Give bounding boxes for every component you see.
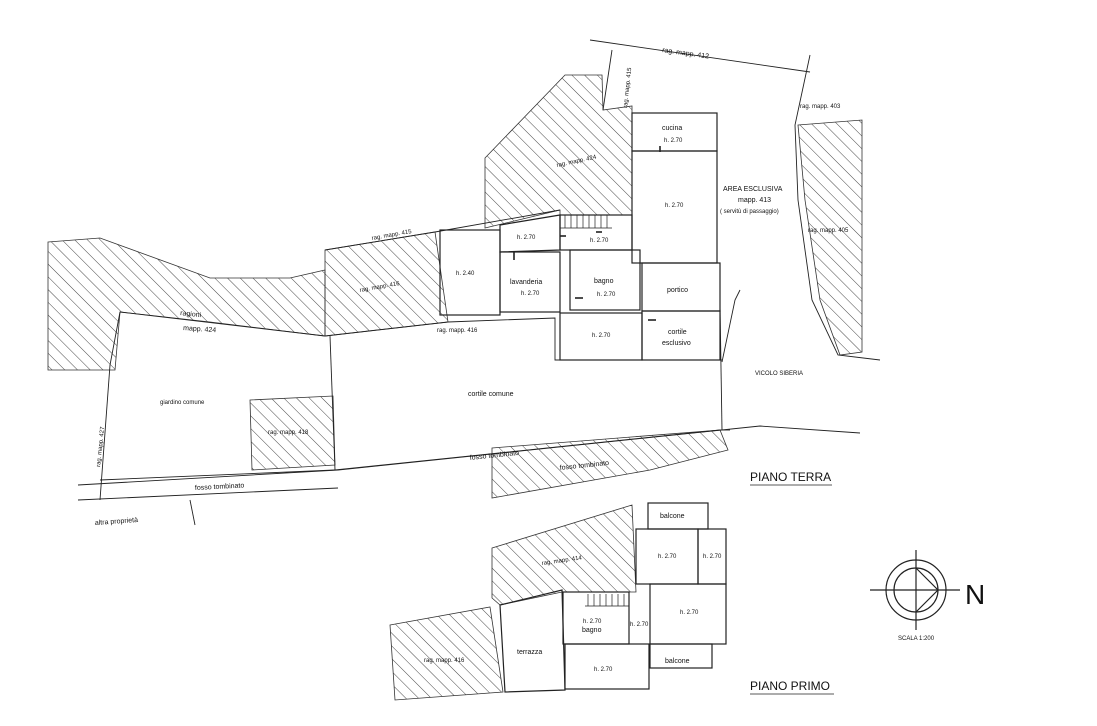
- room-label-cortile-escl-1: cortile: [668, 329, 687, 336]
- label-rag-405: rag. mapp. 405: [808, 228, 849, 234]
- room-label-main-h: h. 2.70: [665, 203, 684, 209]
- room-label-portico: portico: [667, 287, 688, 294]
- label-area-esclusiva: AREA ESCLUSIVA: [723, 186, 783, 193]
- label-giardino: giardino comune: [160, 400, 205, 406]
- ground-floor-room-labels: cucina h. 2.70 h. 2.70 h. 2.70 h. 2.70 h…: [456, 125, 691, 347]
- label-vicolo: VICOLO SIBERIA: [755, 371, 803, 377]
- room-label-p1-bagno: bagno: [582, 627, 602, 634]
- room-label-bagno-h: h. 2.70: [597, 292, 616, 298]
- room-label-cortile-escl-2: esclusivo: [662, 340, 691, 347]
- label-cortile-comune: cortile comune: [468, 391, 514, 398]
- room-cucina: [631, 112, 718, 152]
- room-label-terrazza: terrazza: [517, 649, 542, 656]
- scale-label: SCALA 1:200: [898, 636, 935, 642]
- parcel-rag-414: [491, 504, 637, 606]
- ground-floor-title: PIANO TERRA: [750, 470, 831, 484]
- room-label-p1-r4-h: h. 2.70: [630, 622, 649, 628]
- room-south: [559, 312, 643, 361]
- room-p1-south: [564, 643, 650, 690]
- room-label-lavanderia: lavanderia: [510, 279, 542, 286]
- label-rag-427: rag. mapp. 427: [96, 426, 106, 467]
- room-label-cucina: cucina: [662, 125, 682, 132]
- hatched-neighbor-parcels: [47, 74, 863, 499]
- room-corridor: [499, 214, 561, 253]
- room-label-p1-r1-h: h. 2.70: [658, 554, 677, 560]
- label-fosso-3: fosso tombinato: [195, 482, 245, 492]
- label-rag-415-top: rag. mapp. 415: [623, 67, 633, 108]
- first-floor-building: [499, 502, 727, 693]
- parcel-fosso-south: [491, 429, 729, 499]
- label-mapp-413: mapp. 413: [738, 197, 771, 204]
- room-label-p1-r5-h: h. 2.70: [594, 667, 613, 673]
- north-arrow: [870, 550, 960, 630]
- label-servitu: ( servitù di passaggio): [720, 209, 779, 215]
- first-floor-hatch: [389, 504, 637, 701]
- room-label-r3-h: h. 2.40: [456, 271, 475, 277]
- legend: N SCALA 1:200: [898, 579, 985, 642]
- parcel-rag-416-first: [389, 606, 504, 701]
- room-label-bagno: bagno: [594, 278, 614, 285]
- parcel-rag-403-405: [797, 119, 863, 356]
- north-label: N: [965, 579, 985, 610]
- room-terrazza: [499, 589, 566, 693]
- parcel-ragioni-west: [47, 237, 326, 371]
- label-rag-403: rag. mapp. 403: [800, 104, 841, 110]
- room-label-r1-h: h. 2.70: [517, 235, 536, 241]
- label-rag-416-first: rag. mapp. 416: [424, 658, 465, 664]
- parcel-rag-424: [484, 74, 633, 229]
- room-label-p1-r3-h: h. 2.70: [680, 610, 699, 616]
- room-label-balcone-bottom: balcone: [665, 658, 690, 665]
- label-rag-412: rag. mapp. 412: [662, 47, 710, 60]
- room-p1-bagno: [562, 591, 630, 645]
- label-altra: altra proprietà: [95, 517, 139, 527]
- room-label-lav-h: h. 2.70: [521, 291, 540, 297]
- room-label-p1-bagno-h: h. 2.70: [583, 619, 602, 625]
- room-balcone-bottom: [649, 643, 713, 669]
- label-rag-418: rag. mapp. 418: [268, 430, 309, 436]
- ground-floor-building: [439, 112, 721, 361]
- label-rag-414: rag. mapp. 414: [541, 555, 582, 567]
- first-floor-title: PIANO PRIMO: [750, 679, 830, 693]
- room-label-r2-h: h. 2.70: [590, 238, 609, 244]
- label-rag-416-small: rag. mapp. 416: [437, 328, 478, 334]
- room-label-p1-r2-h: h. 2.70: [703, 554, 722, 560]
- label-mapp-424-lower: mapp. 424: [183, 325, 217, 334]
- room-label-cucina-h: h. 2.70: [664, 138, 683, 144]
- room-label-balcone-top: balcone: [660, 513, 685, 520]
- label-ragioni: ragioni: [180, 310, 202, 319]
- room-h240: [439, 229, 501, 316]
- room-label-r4-h: h. 2.70: [592, 333, 611, 339]
- first-floor-labels: rag. mapp. 414 rag. mapp. 416 balcone h.…: [424, 513, 834, 695]
